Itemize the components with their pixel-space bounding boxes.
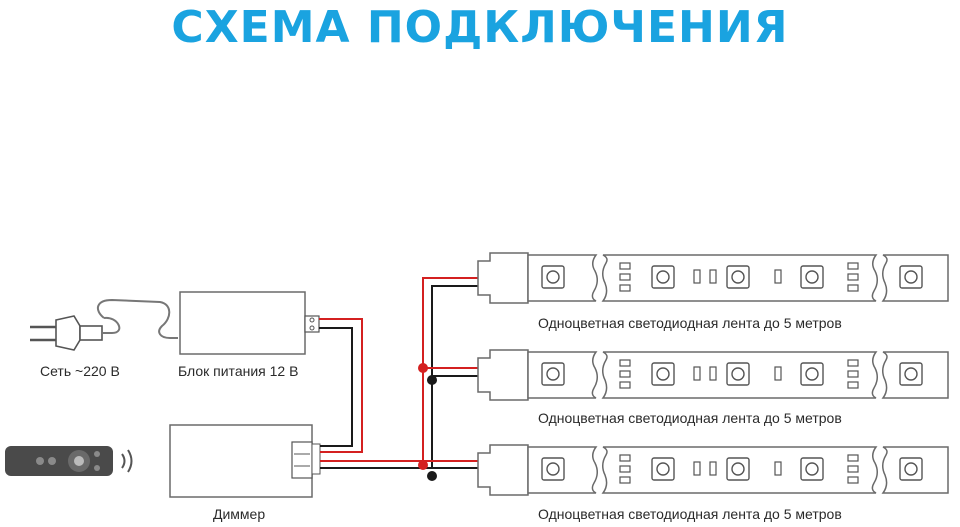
power-supply-block xyxy=(179,291,320,355)
diagram-title: СХЕМА ПОДКЛЮЧЕНИЯ xyxy=(171,2,789,53)
label-dimmer: Диммер xyxy=(213,506,266,522)
label-strip-3: Одноцветная светодиодная лента до 5 метр… xyxy=(538,506,842,522)
mains-plug-icon xyxy=(30,298,178,351)
wires-psu-to-dimmer xyxy=(319,318,363,453)
led-strip-1 xyxy=(477,252,949,304)
label-power-supply: Блок питания 12 В xyxy=(178,363,299,379)
junction-points xyxy=(418,363,437,481)
label-strip-1: Одноцветная светодиодная лента до 5 метр… xyxy=(538,315,842,331)
dimmer-block xyxy=(169,424,321,498)
label-strip-2: Одноцветная светодиодная лента до 5 метр… xyxy=(538,410,842,426)
remote-control-icon xyxy=(5,446,113,476)
label-mains: Сеть ~220 В xyxy=(40,363,120,379)
led-strip-3 xyxy=(477,444,949,496)
wireless-signal-icon xyxy=(121,449,133,473)
led-strip-2 xyxy=(477,349,949,401)
wires-dimmer-to-strips xyxy=(320,277,478,469)
